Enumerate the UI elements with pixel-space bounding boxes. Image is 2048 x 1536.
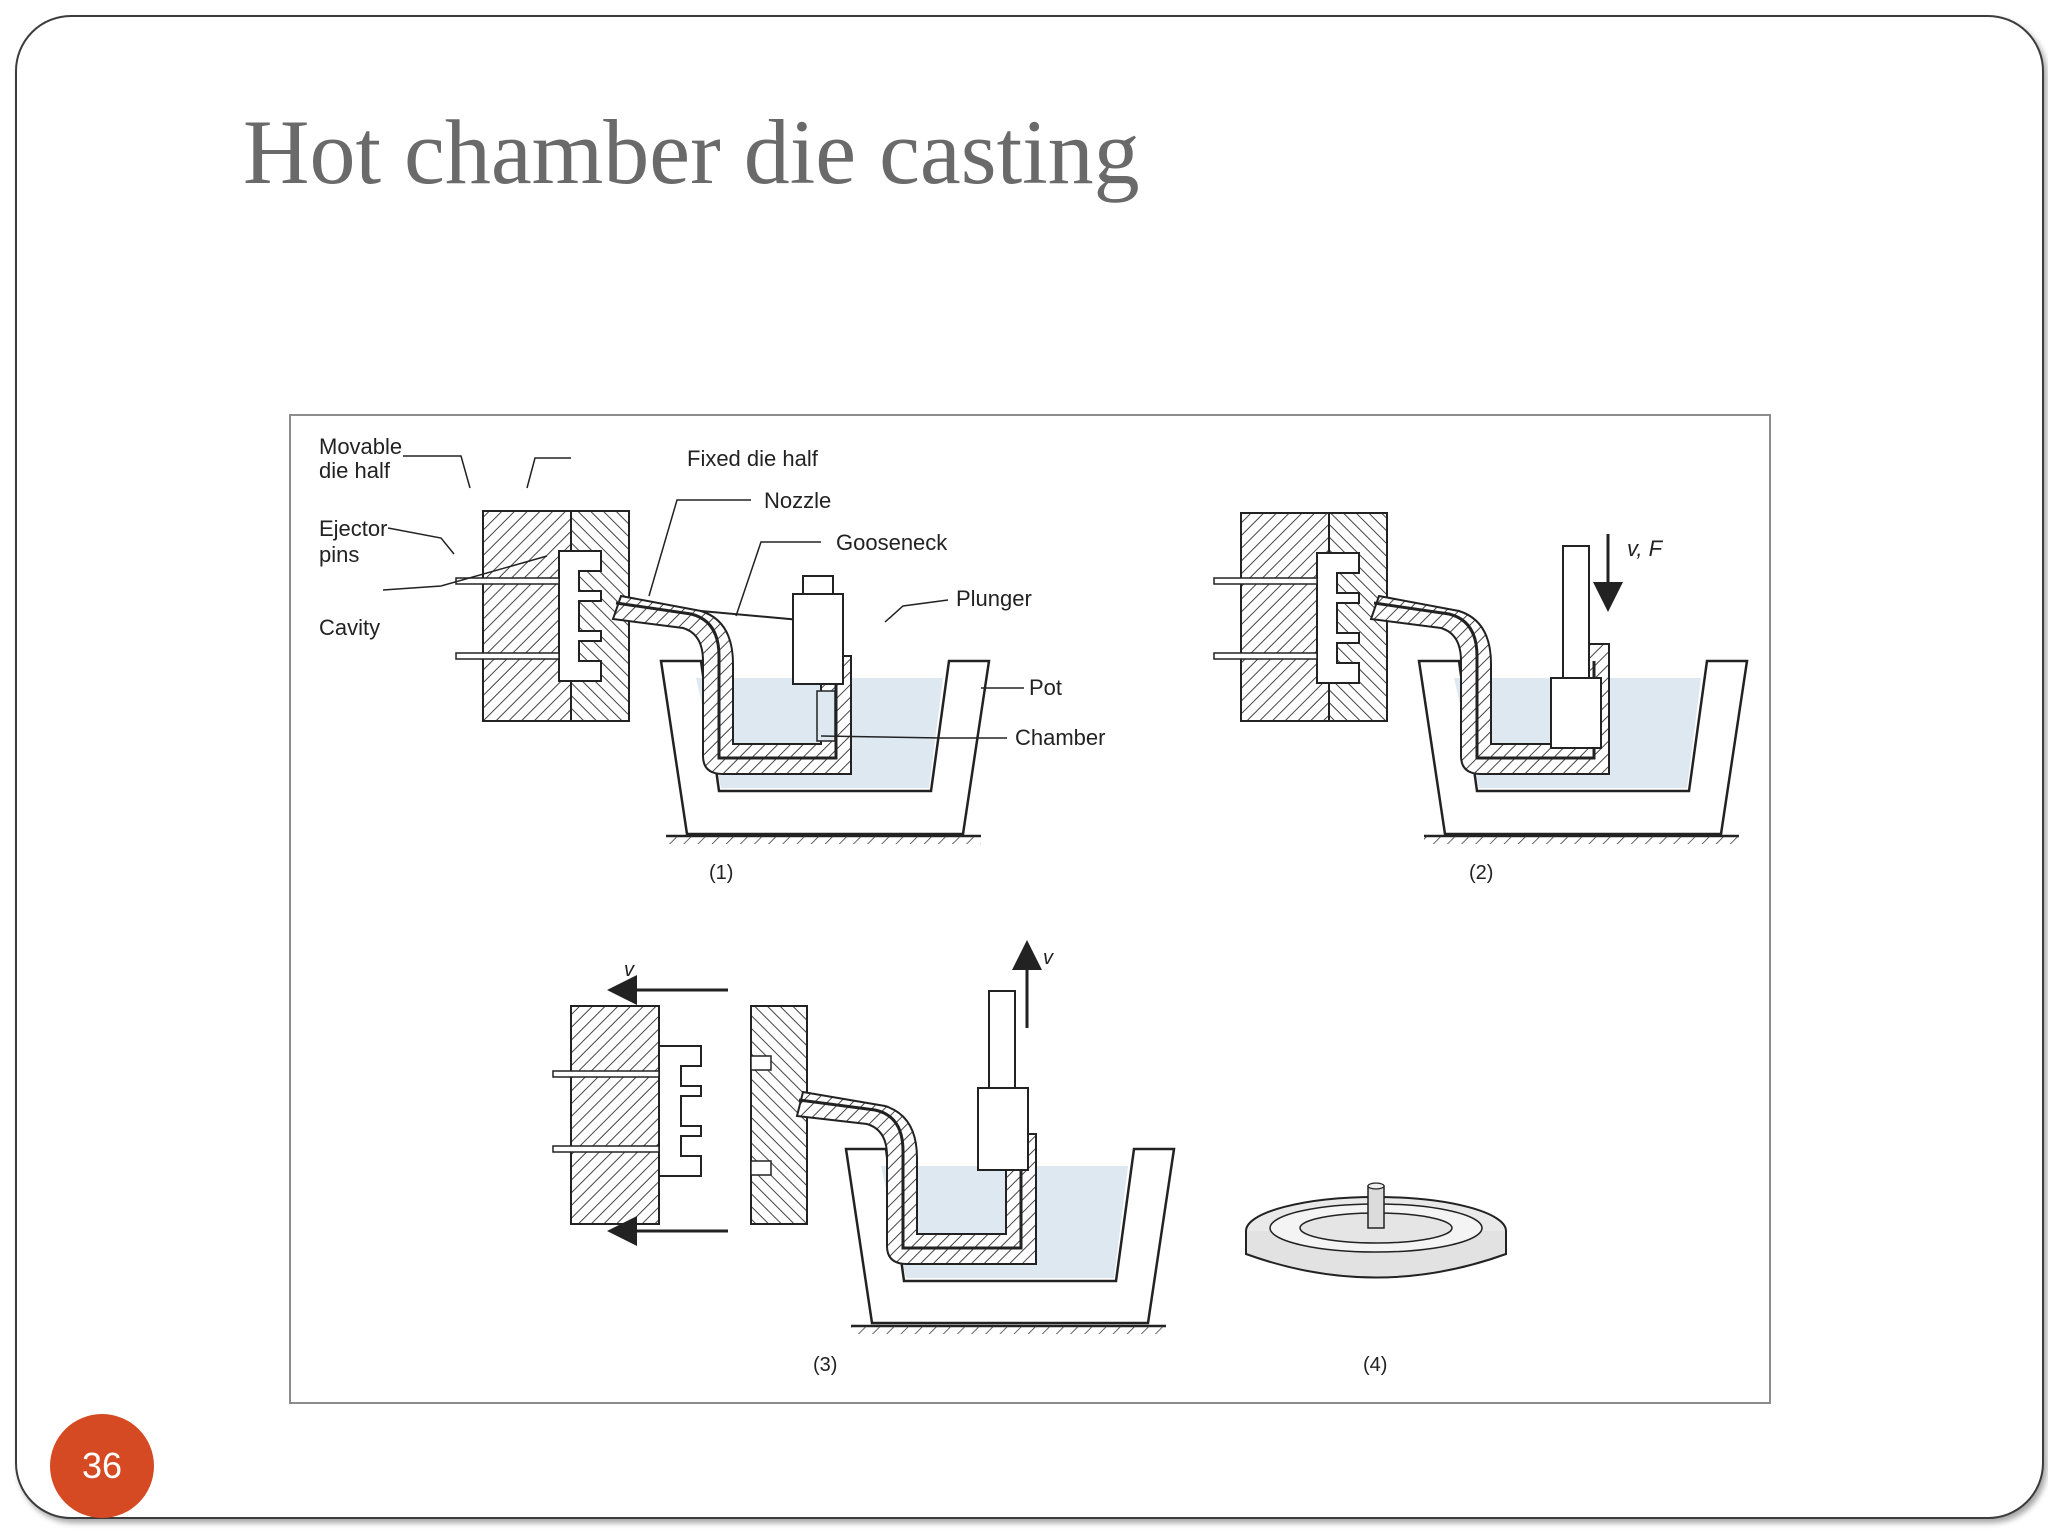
diagram-frame: Movable die half Fixed die half Ejector …: [289, 414, 1771, 1404]
slide: Hot chamber die casting: [15, 15, 2044, 1519]
plunger-rod: [988, 990, 1016, 1089]
label-gooseneck: Gooseneck: [836, 530, 948, 555]
step-label-3: (3): [813, 1354, 837, 1376]
nozzle: [1373, 601, 1596, 760]
fixed-die-half: [750, 1005, 808, 1225]
plunger: [1550, 677, 1602, 749]
movable-die-half: [482, 510, 572, 722]
ejector-pin: [455, 652, 560, 660]
stage-4: (4): [1245, 1182, 1507, 1376]
cavity: [1316, 552, 1360, 684]
nozzle: [798, 1098, 1023, 1250]
gooseneck: [1369, 594, 1610, 775]
nozzle: [615, 601, 838, 760]
ejector-pin: [552, 1070, 660, 1078]
movable-die-half: [570, 1005, 660, 1225]
movable-die-half: [1240, 512, 1330, 722]
label-movable: Movable: [319, 434, 402, 459]
label-chamber: Chamber: [1015, 725, 1105, 750]
gooseneck: [611, 594, 852, 775]
page-number-badge: 36: [50, 1414, 154, 1518]
label-fixed-die-half: Fixed die half: [687, 446, 819, 471]
step-label-2: (2): [1469, 862, 1493, 884]
cavity: [558, 550, 602, 682]
stage-2: v, F (2): [1213, 512, 1749, 884]
label-ejector: Ejector: [319, 516, 387, 541]
step-label-1: (1): [709, 862, 733, 884]
ejector-pin: [1213, 577, 1318, 585]
label-pins: pins: [319, 542, 359, 567]
label-v-up: v: [1043, 947, 1054, 969]
gooseneck: [795, 1090, 1037, 1265]
ejector-pin: [455, 577, 560, 585]
casting-part: [658, 1045, 702, 1177]
chamber: [816, 690, 836, 742]
label-v-f: v, F: [1627, 536, 1664, 561]
label-cavity: Cavity: [319, 615, 380, 640]
step-label-4: (4): [1363, 1354, 1387, 1376]
label-plunger: Plunger: [956, 586, 1032, 611]
label-v-left: v: [624, 959, 635, 981]
stage-1: Movable die half Fixed die half Ejector …: [319, 434, 1105, 884]
plunger: [977, 1087, 1029, 1171]
die-casting-diagram: Movable die half Fixed die half Ejector …: [319, 434, 1749, 1376]
plunger: [792, 593, 844, 685]
ejector-pin: [552, 1145, 660, 1153]
ejector-pin: [1213, 652, 1318, 660]
slide-title: Hot chamber die casting: [243, 101, 1140, 203]
stage-3: v v (3): [552, 940, 1176, 1376]
plunger-rod: [1562, 545, 1590, 679]
label-nozzle: Nozzle: [764, 488, 831, 513]
label-die-half: die half: [319, 458, 391, 483]
label-pot: Pot: [1029, 675, 1062, 700]
